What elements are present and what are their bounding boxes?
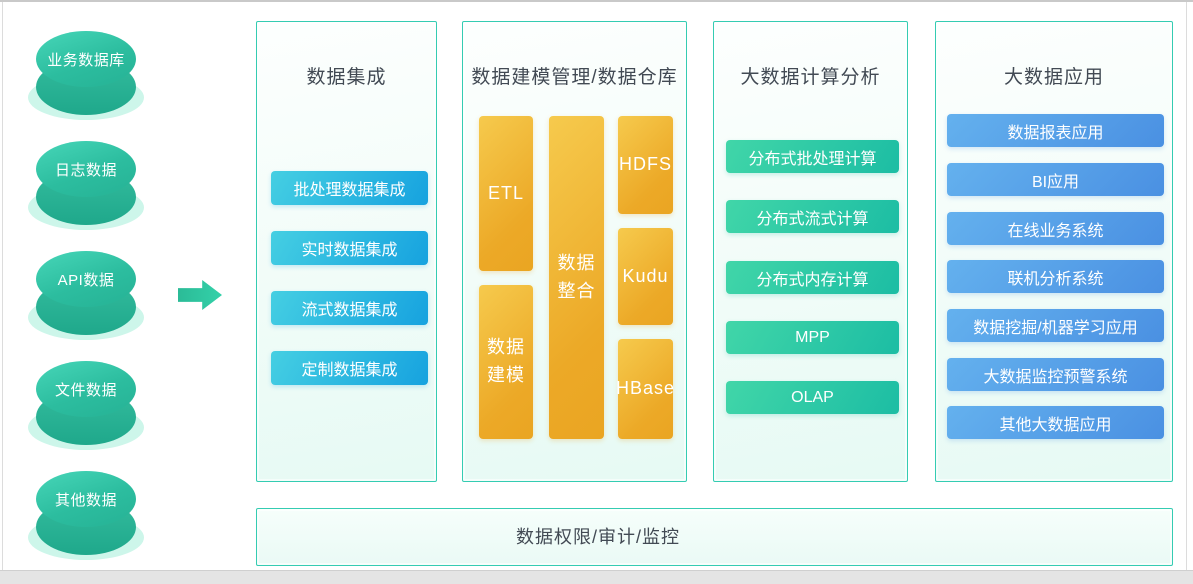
- application-node-olap-sys: 联机分析系统: [947, 260, 1164, 293]
- database-cylinder-icon: 业务数据库: [36, 31, 136, 87]
- panel-title: 大数据计算分析: [740, 67, 881, 88]
- source-file-data: 文件数据: [28, 361, 144, 451]
- source-log-data: 日志数据: [28, 141, 144, 231]
- database-cylinder-icon: 日志数据: [36, 141, 136, 197]
- application-node-monitoring: 大数据监控预警系统: [947, 358, 1164, 391]
- flow-arrow-icon: [178, 280, 222, 310]
- storage-block-etl: ETL: [479, 116, 533, 271]
- application-node-ml: 数据挖掘/机器学习应用: [947, 309, 1164, 342]
- storage-block-hbase: HBase: [616, 339, 674, 439]
- application-node-bi: BI应用: [947, 163, 1164, 196]
- integration-node-realtime: 实时数据集成: [271, 231, 428, 265]
- application-node-other: 其他大数据应用: [947, 406, 1164, 439]
- source-label: 文件数据: [54, 381, 117, 399]
- computing-node-stream: 分布式流式计算: [726, 200, 899, 233]
- computing-node-olap: OLAP: [726, 381, 899, 414]
- database-cylinder-icon: API数据: [36, 251, 136, 307]
- source-label: 业务数据库: [47, 51, 125, 69]
- panel-data-integration: 数据集成 批处理数据集成 实时数据集成 流式数据集成 定制数据集成: [256, 21, 437, 482]
- computing-node-mpp: MPP: [726, 321, 899, 354]
- source-label: API数据: [57, 271, 115, 289]
- footer-governance-bar: 数据权限/审计/监控: [256, 508, 1173, 566]
- panel-bigdata-computing: 大数据计算分析 分布式批处理计算 分布式流式计算 分布式内存计算 MPP OLA…: [713, 21, 908, 482]
- panel-title: 数据集成: [306, 67, 387, 88]
- source-api-data: API数据: [28, 251, 144, 341]
- storage-block-hdfs: HDFS: [618, 116, 673, 214]
- panel-title: 大数据应用: [1003, 67, 1104, 88]
- storage-block-consolidation: 数据整合: [549, 116, 604, 439]
- panel-data-modeling-warehouse: 数据建模管理/数据仓库 ETL 数据建模 数据整合 HDFS Kudu HBas…: [462, 21, 687, 482]
- integration-node-stream: 流式数据集成: [271, 291, 428, 325]
- database-cylinder-icon: 其他数据: [36, 471, 136, 527]
- computing-node-batch: 分布式批处理计算: [726, 140, 899, 173]
- window-top-edge: [0, 0, 1193, 2]
- panel-title: 数据建模管理/数据仓库: [471, 67, 678, 88]
- footer-label: 数据权限/审计/监控: [515, 527, 680, 547]
- computing-node-memory: 分布式内存计算: [726, 261, 899, 294]
- source-other-data: 其他数据: [28, 471, 144, 561]
- source-label: 其他数据: [54, 491, 117, 509]
- application-node-report: 数据报表应用: [947, 114, 1164, 147]
- storage-block-kudu: Kudu: [618, 228, 673, 325]
- window-left-edge: [2, 2, 3, 570]
- panel-bigdata-applications: 大数据应用 数据报表应用 BI应用 在线业务系统 联机分析系统 数据挖掘/机器学…: [935, 21, 1173, 482]
- application-node-online: 在线业务系统: [947, 212, 1164, 245]
- database-cylinder-icon: 文件数据: [36, 361, 136, 417]
- window-right-edge: [1186, 2, 1187, 570]
- storage-block-modeling: 数据建模: [479, 285, 533, 439]
- source-label: 日志数据: [54, 161, 117, 179]
- integration-node-custom: 定制数据集成: [271, 351, 428, 385]
- integration-node-batch: 批处理数据集成: [271, 171, 428, 205]
- window-bottom-edge: [0, 570, 1193, 584]
- source-business-db: 业务数据库: [28, 31, 144, 121]
